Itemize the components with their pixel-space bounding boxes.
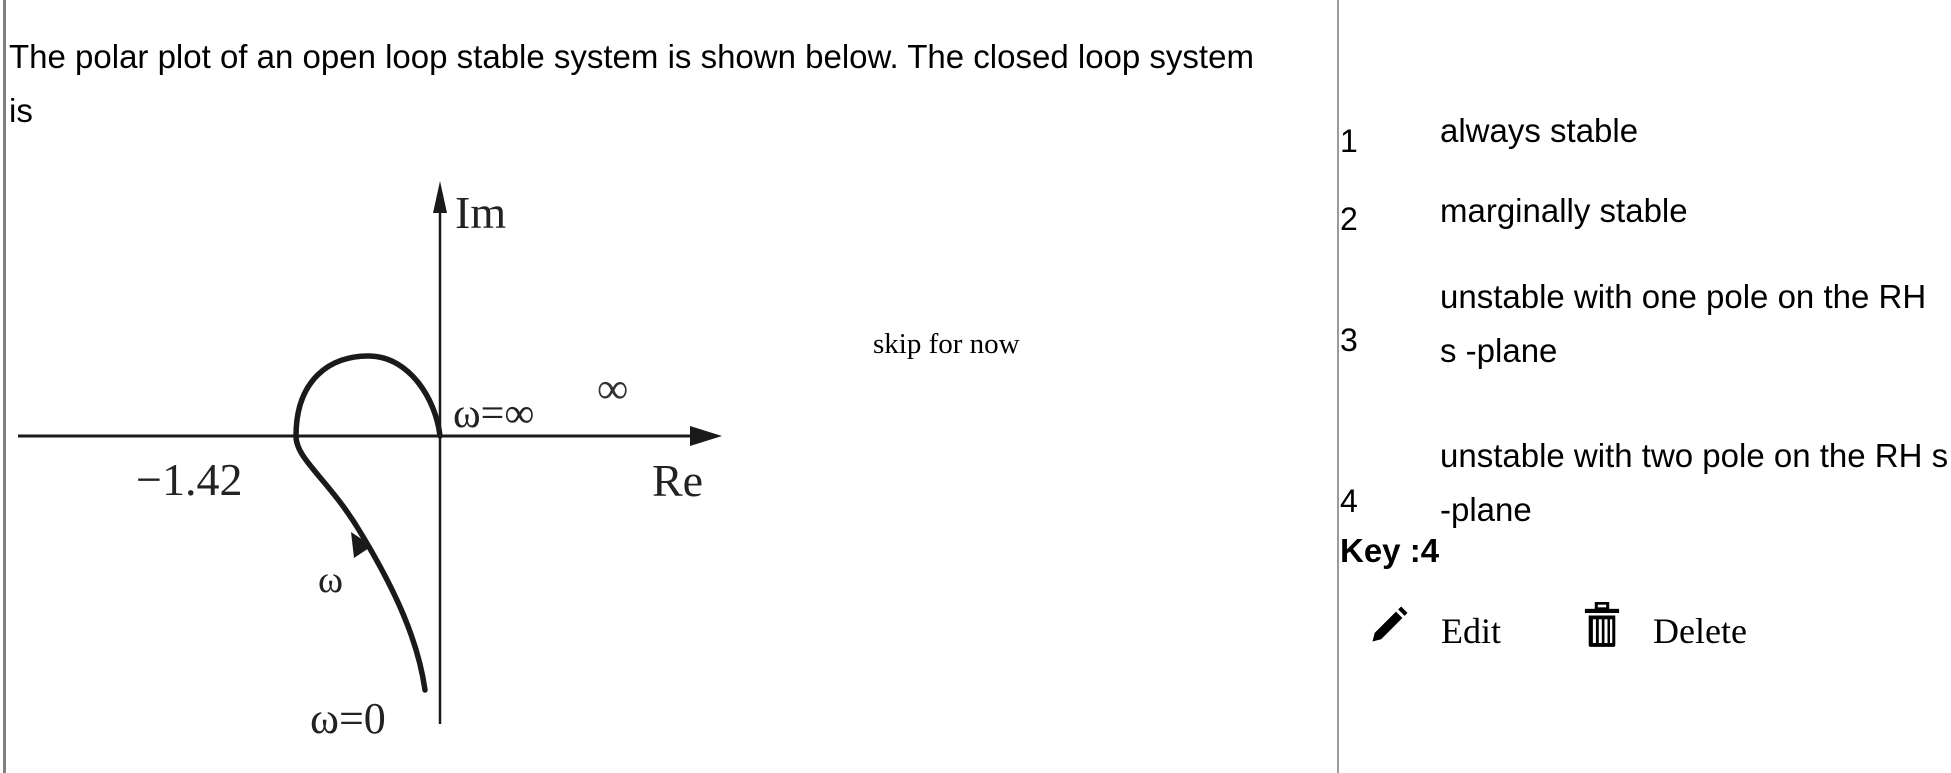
answer-key: Key :4 bbox=[1340, 532, 1440, 569]
direction-arrow-icon bbox=[351, 532, 372, 558]
left-border bbox=[3, 0, 6, 773]
omega-zero-label: ω=0 bbox=[310, 694, 386, 743]
option-number-1: 1 bbox=[1340, 123, 1358, 159]
nyquist-curve bbox=[293, 353, 443, 693]
infinity-symbol-label: ∞ bbox=[597, 364, 628, 413]
option-number-4: 4 bbox=[1340, 483, 1358, 519]
omega-direction-label: ω bbox=[318, 559, 343, 601]
panel-divider bbox=[1337, 0, 1339, 773]
omega-infinity-label: ω=∞ bbox=[453, 391, 534, 437]
option-text-2[interactable]: marginally stable bbox=[1440, 192, 1688, 229]
delete-label: Delete bbox=[1653, 611, 1747, 651]
option-number-2: 2 bbox=[1340, 201, 1358, 237]
option-text-1[interactable]: always stable bbox=[1440, 112, 1639, 149]
skip-for-now-link[interactable]: skip for now bbox=[873, 328, 1020, 360]
delete-button[interactable]: Delete bbox=[1583, 598, 1747, 652]
trash-icon bbox=[1584, 602, 1620, 647]
option-text-4[interactable]: unstable with two pole on the RH s -plan… bbox=[1440, 437, 1949, 528]
im-axis-label: Im bbox=[455, 187, 506, 238]
edit-button[interactable]: Edit bbox=[1367, 598, 1501, 652]
edit-label: Edit bbox=[1441, 611, 1501, 651]
option-text-3[interactable]: unstable with one pole on the RH s -plan… bbox=[1440, 278, 1927, 369]
pencil-icon bbox=[1372, 606, 1408, 642]
crossing-value-label: −1.42 bbox=[136, 454, 242, 505]
real-axis-arrow-icon bbox=[690, 426, 722, 446]
polar-plot-figure: Im Re −1.42 ω=∞ ∞ ω ω=0 bbox=[18, 181, 722, 743]
option-number-3: 3 bbox=[1340, 322, 1358, 358]
imaginary-axis-arrow-icon bbox=[433, 181, 447, 213]
question-text: The polar plot of an open loop stable sy… bbox=[9, 38, 1254, 129]
re-axis-label: Re bbox=[652, 455, 703, 506]
